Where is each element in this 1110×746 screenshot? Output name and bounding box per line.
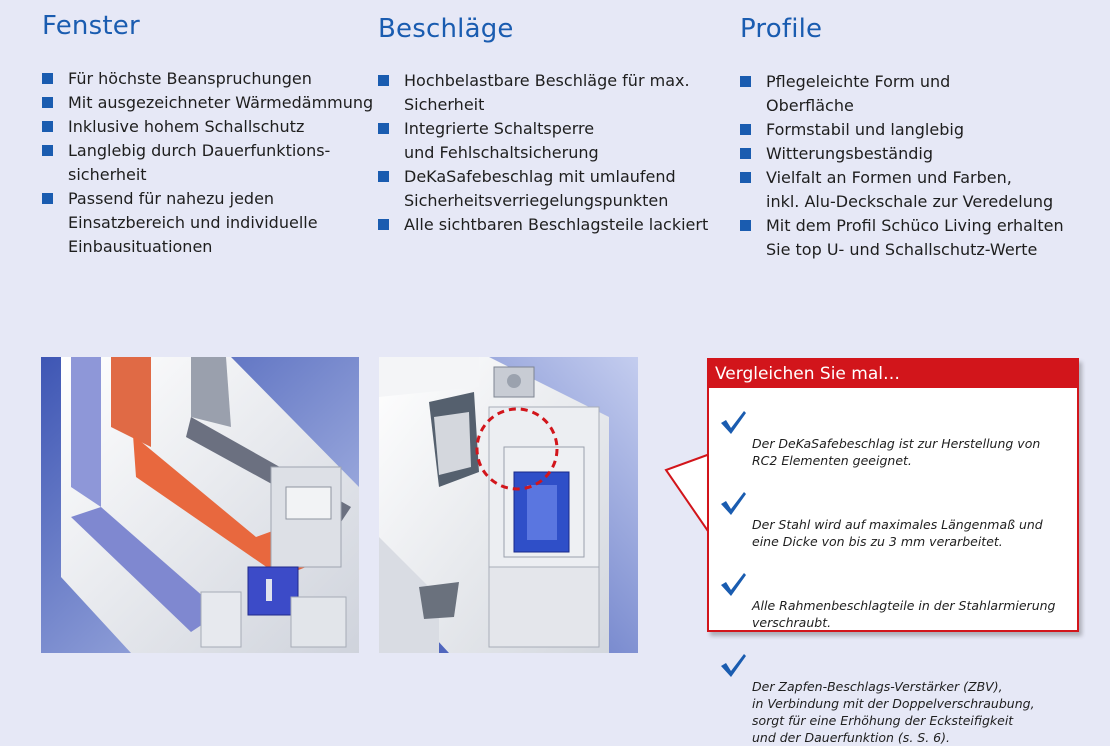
column-title-beschlaege: Beschläge: [378, 14, 514, 44]
checkmark-icon: [721, 654, 746, 677]
list-item: Witterungsbeständig: [740, 142, 1064, 166]
list-item: Mit ausgezeichneter Wärmedämmung: [42, 91, 373, 115]
list-item: Der Stahl wird auf maximales Längenmaß u…: [709, 482, 1077, 550]
list-item: Passend für nahezu jeden Einsatzbereich …: [42, 187, 373, 259]
window-profile-image: [41, 357, 359, 653]
list-item: Formstabil und langlebig: [740, 118, 1064, 142]
feature-list-profile: Pflegeleichte Form und Oberfläche Formst…: [740, 70, 1064, 262]
checkmark-icon: [721, 573, 746, 596]
column-title-profile: Profile: [740, 14, 823, 44]
column-profile: Profile Pflegeleichte Form und Oberfläch…: [740, 0, 1064, 262]
list-item: DeKaSafebeschlag mit umlaufend Sicherhei…: [378, 165, 708, 213]
callout-pointer: [664, 453, 711, 535]
list-item: Hochbelastbare Beschläge für max. Sicher…: [378, 69, 708, 117]
checkmark-icon: [721, 411, 746, 434]
feature-list-fenster: Für höchste Beanspruchungen Mit ausgezei…: [42, 67, 373, 259]
column-title-fenster: Fenster: [42, 11, 140, 41]
callout-list: Der DeKaSafebeschlag ist zur Herstellung…: [709, 401, 1077, 746]
list-item: Vielfalt an Formen und Farben, inkl. Alu…: [740, 166, 1064, 214]
list-item: Für höchste Beanspruchungen: [42, 67, 373, 91]
fitting-profile-image: [379, 357, 638, 653]
comparison-callout: Vergleichen Sie mal… Der DeKaSafebeschla…: [707, 358, 1079, 745]
callout-title: Vergleichen Sie mal…: [709, 360, 1077, 388]
column-beschlaege: Beschläge Hochbelastbare Beschläge für m…: [378, 0, 708, 237]
checkmark-icon: [721, 492, 746, 515]
list-item: Langlebig durch Dauerfunktions- sicherhe…: [42, 139, 373, 187]
list-item: Der Zapfen-Beschlags-Verstärker (ZBV), i…: [709, 644, 1077, 746]
callout-item-text: Der Stahl wird auf maximales Längenmaß u…: [752, 517, 1043, 549]
list-item: Inklusive hohem Schallschutz: [42, 115, 373, 139]
column-fenster: Fenster Für höchste Beanspruchungen Mit …: [42, 0, 373, 259]
list-item: Pflegeleichte Form und Oberfläche: [740, 70, 1064, 118]
list-item: Alle sichtbaren Beschlagsteile lackiert: [378, 213, 708, 237]
list-item: Alle Rahmenbeschlagteile in der Stahlarm…: [709, 563, 1077, 631]
callout-item-text: Der Zapfen-Beschlags-Verstärker (ZBV), i…: [752, 679, 1035, 745]
callout-item-text: Der DeKaSafebeschlag ist zur Herstellung…: [752, 436, 1041, 468]
list-item: Integrierte Schaltsperre und Fehlschalts…: [378, 117, 708, 165]
callout-item-text: Alle Rahmenbeschlagteile in der Stahlarm…: [752, 598, 1056, 630]
list-item: Der DeKaSafebeschlag ist zur Herstellung…: [709, 401, 1077, 469]
feature-list-beschlaege: Hochbelastbare Beschläge für max. Sicher…: [378, 69, 708, 237]
list-item: Mit dem Profil Schüco Living erhalten Si…: [740, 214, 1064, 262]
